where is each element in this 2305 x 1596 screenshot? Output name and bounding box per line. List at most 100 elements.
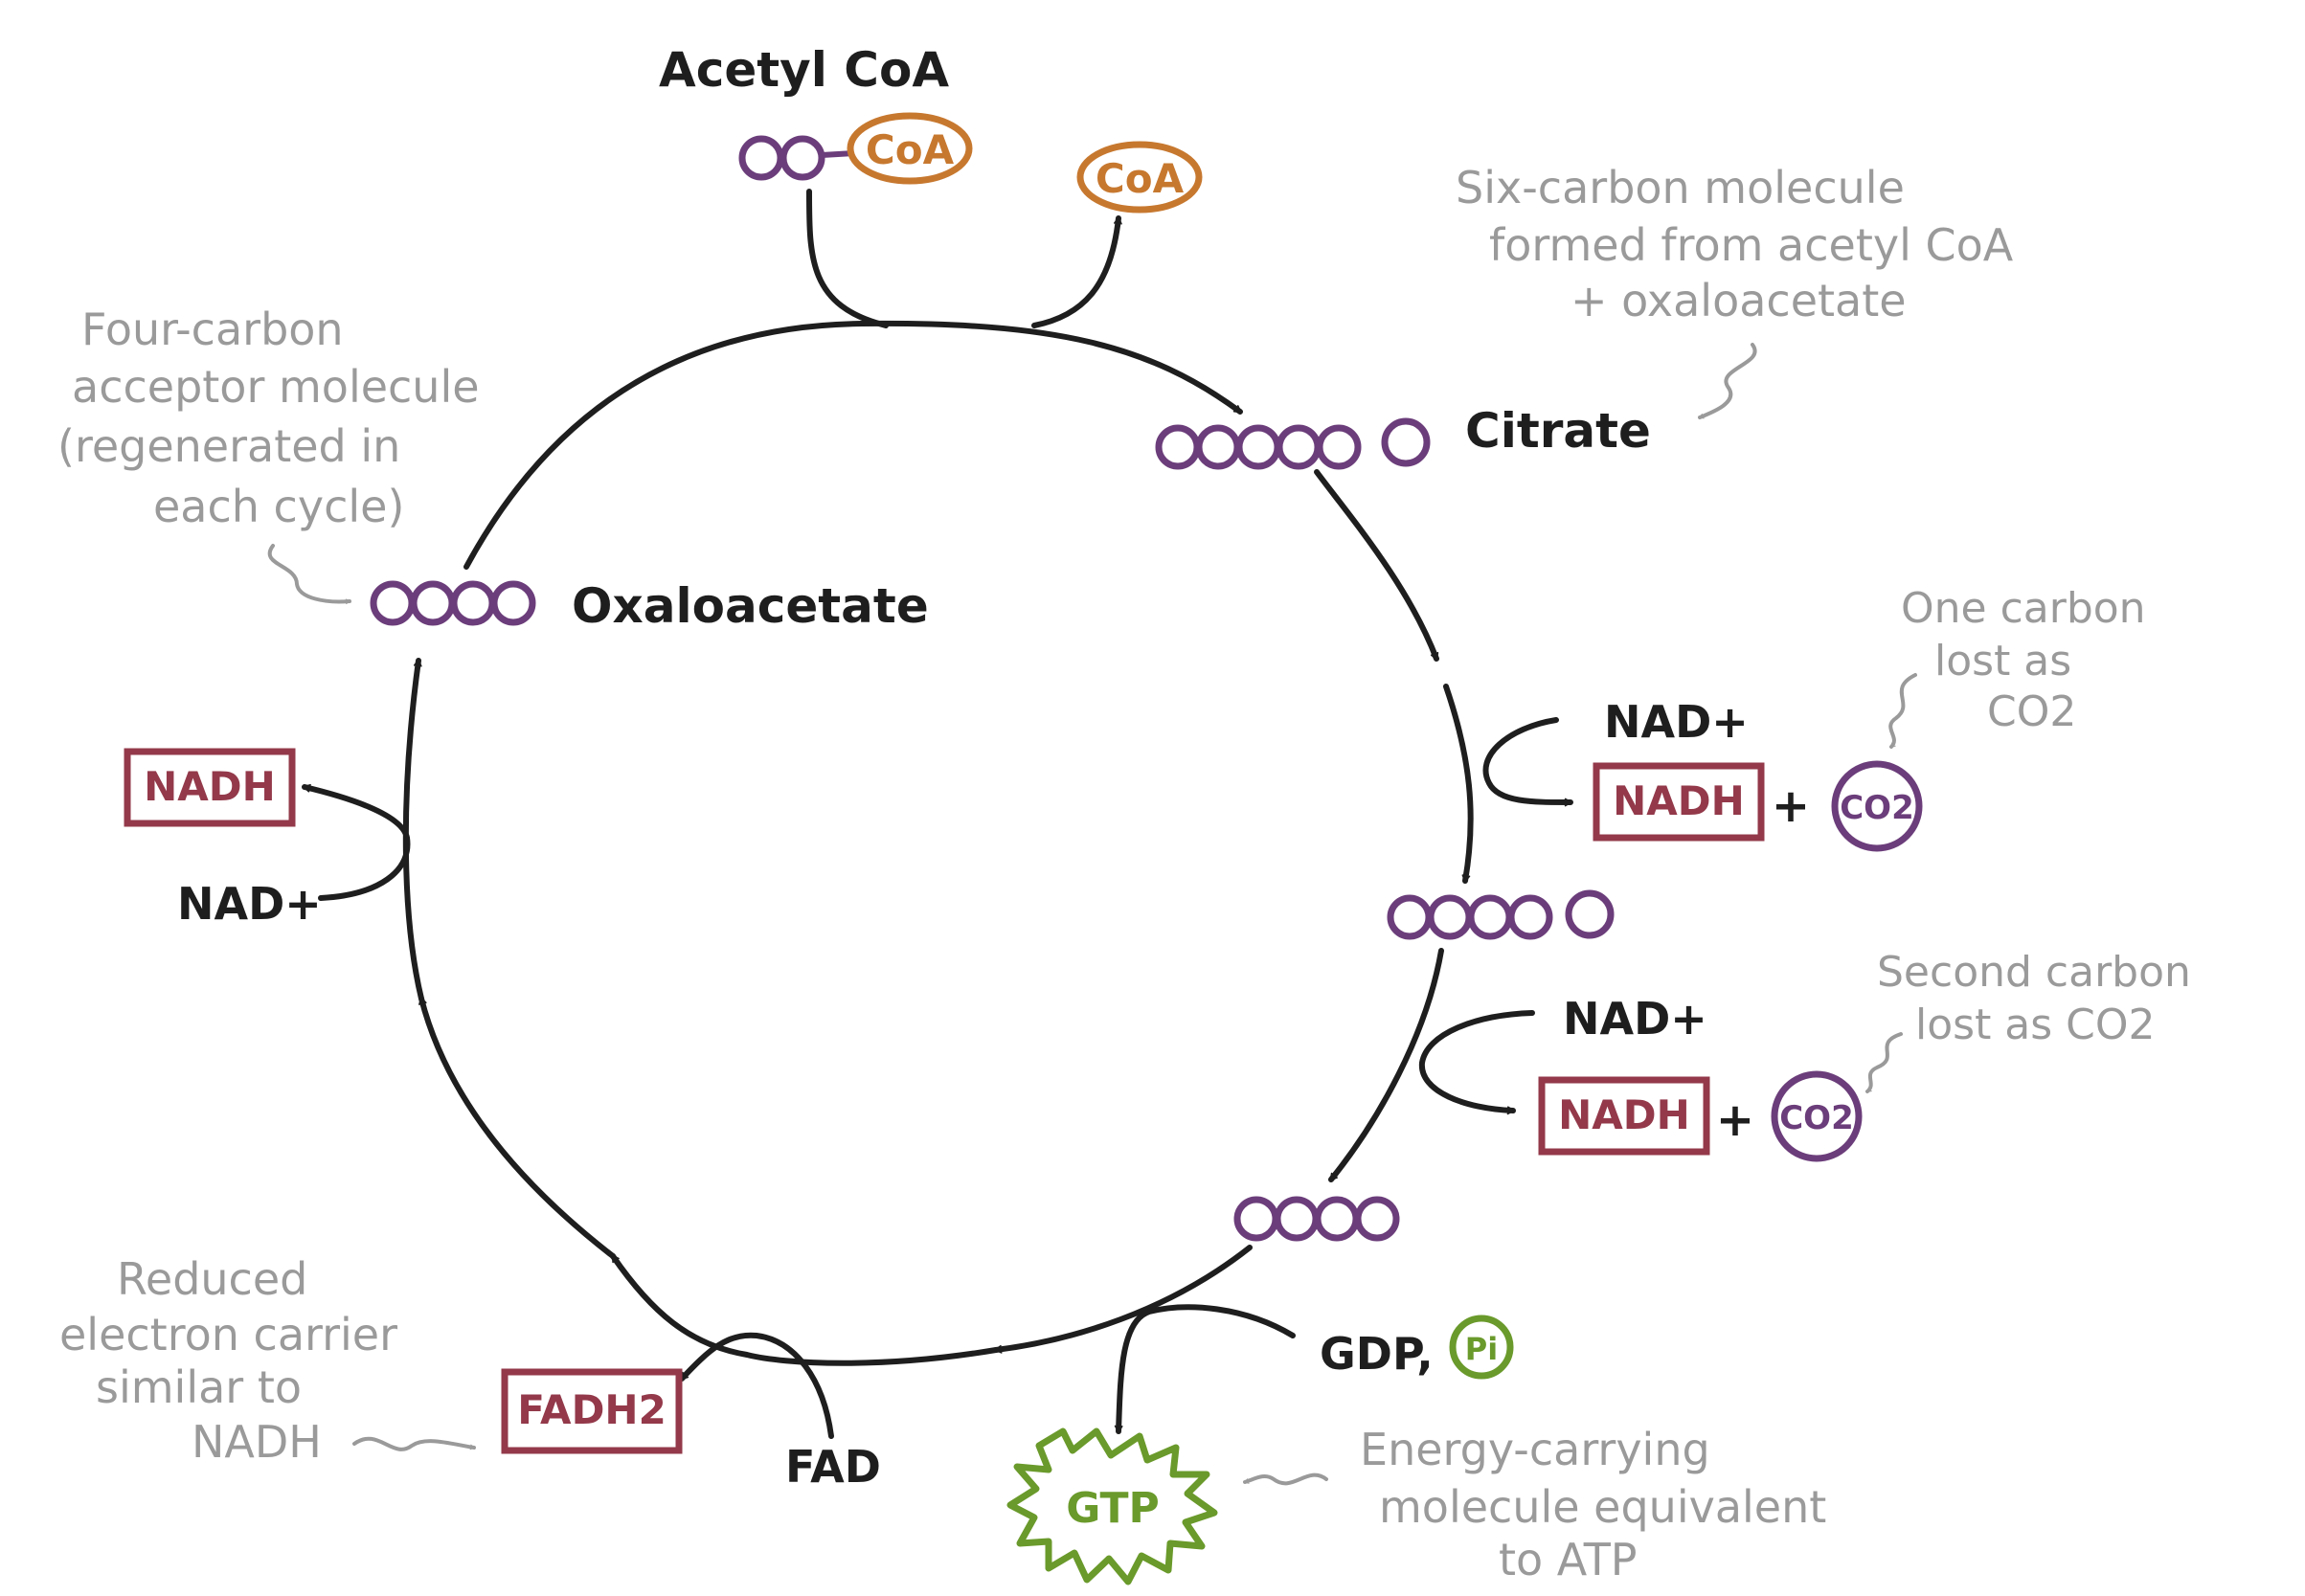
carbon-atom-icon	[1274, 1196, 1320, 1242]
carbon-atom-icon	[1155, 424, 1201, 470]
annotation-line: formed from acetyl CoA	[1489, 219, 2014, 271]
nadh-text-2: NADH	[1558, 1091, 1690, 1138]
coa-attached-badge	[847, 112, 973, 185]
acetyl-coa-label: Acetyl CoA	[659, 42, 949, 98]
oxaloacetate-chain	[370, 580, 536, 626]
carbon-atom-icon	[1381, 417, 1431, 467]
annotation-one-carbon: One carbon lost as CO2	[1888, 584, 2146, 749]
annotation-line: lost as CO2	[1915, 1000, 2156, 1049]
nadh-text-left: NADH	[144, 763, 276, 810]
carbon-atom-icon	[1387, 894, 1433, 940]
annotation-line: molecule equivalent	[1379, 1481, 1826, 1533]
annotation-line: Reduced	[117, 1253, 307, 1305]
coa-release-curve	[1031, 215, 1122, 328]
cycle-ring	[402, 320, 1474, 1366]
carbon-atom-icon	[738, 135, 784, 181]
carbon-atom-icon	[1233, 1196, 1279, 1242]
nadh-box-1	[1593, 762, 1765, 842]
acetyl-group	[738, 135, 856, 181]
nadh-box-2	[1538, 1076, 1710, 1156]
co2-badge-2	[1771, 1070, 1863, 1162]
carbon-atom-icon	[1507, 894, 1553, 940]
nadh-box-left	[124, 748, 296, 827]
nadh-text-1: NADH	[1613, 777, 1745, 824]
fadh2-box	[501, 1368, 683, 1454]
nad-curve-1	[1482, 717, 1573, 807]
pi-text: Pi	[1465, 1331, 1498, 1367]
carbon-atom-icon	[370, 580, 416, 626]
five-carbon-chain	[1387, 889, 1615, 940]
arc-top	[463, 320, 1243, 570]
coa-released-badge	[1076, 141, 1203, 214]
annotation-line: acceptor molecule	[72, 361, 480, 413]
co2-text-2: CO2	[1779, 1099, 1854, 1137]
carbon-atom-icon	[1235, 424, 1281, 470]
co2-badge-1	[1831, 760, 1923, 852]
squiggle-arrow-icon	[1865, 1032, 1903, 1093]
annotation-reduced: Reduced electron carrier similar to NADH	[59, 1253, 476, 1468]
plus-sign-2: +	[1716, 1093, 1754, 1147]
coa-attached-text: CoA	[866, 126, 955, 173]
annotation-line: lost as	[1934, 637, 2071, 686]
carbon-atom-icon	[1314, 1196, 1360, 1242]
arc-bottom-1	[993, 1245, 1253, 1354]
carbon-atom-icon	[490, 580, 536, 626]
annotation-second-carbon: Second carbon lost as CO2	[1865, 948, 2191, 1093]
annotation-line: One carbon	[1901, 584, 2146, 633]
annotation-line: Second carbon	[1877, 948, 2191, 997]
carbon-atom-icon	[1316, 424, 1362, 470]
carbon-atom-icon	[1354, 1196, 1400, 1242]
squiggle-arrow-icon	[267, 544, 351, 605]
oxaloacetate-label: Oxaloacetate	[572, 578, 929, 634]
annotation-line: CO2	[1987, 687, 2076, 736]
plus-sign-1: +	[1772, 779, 1810, 833]
squiggle-arrow-icon	[1243, 1472, 1328, 1486]
annotation-line: similar to	[96, 1361, 302, 1413]
annotation-four-carbon: Four-carbon acceptor molecule (regenerat…	[57, 303, 480, 605]
annotation-line: each cycle)	[153, 481, 404, 532]
annotation-six-carbon: Six-carbon molecule formed from acetyl C…	[1456, 162, 2014, 419]
gdp-label: GDP,	[1320, 1328, 1434, 1380]
annotation-line: NADH	[192, 1416, 322, 1468]
arc-left-2	[402, 658, 424, 1001]
citrate-label: Citrate	[1465, 403, 1651, 459]
squiggle-arrow-icon	[1698, 343, 1757, 419]
gtp-text: GTP	[1066, 1484, 1160, 1533]
nad-label-1: NAD+	[1604, 696, 1749, 748]
nad-curve-2	[1418, 1010, 1535, 1115]
arc-right-1	[1314, 469, 1439, 662]
nad-curve-left	[302, 783, 411, 901]
co2-text-1: CO2	[1840, 789, 1914, 827]
gtp-curve	[1114, 1304, 1296, 1434]
coa-released-text: CoA	[1096, 155, 1185, 202]
carbon-atom-icon	[1467, 894, 1513, 940]
arc-right-3	[1328, 948, 1444, 1182]
nad-label-2: NAD+	[1563, 993, 1707, 1045]
annotation-energy: Energy-carrying molecule equivalent to A…	[1243, 1424, 1826, 1585]
nad-label-left: NAD+	[177, 878, 322, 930]
annotation-line: (regenerated in	[57, 420, 400, 472]
carbon-atom-icon	[1276, 424, 1322, 470]
squiggle-arrow-icon	[1888, 673, 1917, 749]
carbon-atom-icon	[410, 580, 456, 626]
gtp-starburst-icon	[1006, 1427, 1218, 1585]
carbon-atom-icon	[1195, 424, 1241, 470]
annotation-line: Energy-carrying	[1360, 1424, 1710, 1475]
pi-badge	[1449, 1315, 1514, 1380]
arc-bottom-2	[610, 1253, 999, 1366]
fad-curve	[679, 1332, 834, 1439]
squiggle-arrow-icon	[352, 1436, 476, 1451]
fad-label: FAD	[785, 1441, 881, 1493]
carbon-atom-icon	[1427, 894, 1473, 940]
citrate-chain	[1155, 417, 1431, 470]
arc-right-2	[1443, 684, 1474, 884]
annotation-line: to ATP	[1499, 1534, 1638, 1585]
annotation-line: Six-carbon molecule	[1456, 162, 1905, 214]
four-carbon-chain	[1233, 1196, 1400, 1242]
fadh2-text: FADH2	[517, 1386, 667, 1433]
annotation-line: + oxaloacetate	[1571, 275, 1907, 326]
annotation-line: electron carrier	[59, 1309, 397, 1360]
arc-left-1	[418, 996, 616, 1259]
annotation-line: Four-carbon	[81, 303, 344, 355]
carbon-atom-icon	[1565, 889, 1615, 939]
